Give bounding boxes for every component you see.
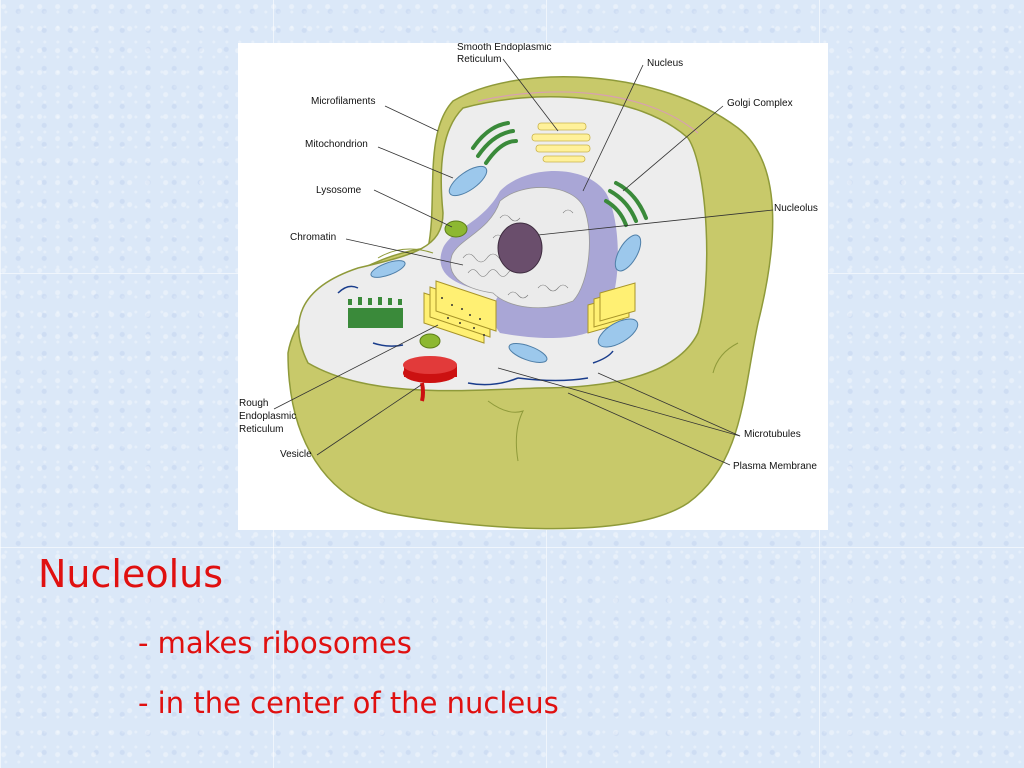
label-chromatin: Chromatin — [290, 232, 336, 243]
lysosome-2 — [419, 333, 441, 349]
label-leaders — [273, 58, 774, 466]
nucleolus — [497, 222, 543, 274]
label-mitochondrion: Mitochondrion — [305, 139, 368, 150]
label-nucleolus: Nucleolus — [774, 203, 818, 214]
label-rough-er-line3: Reticulum — [239, 424, 283, 435]
label-microtubules: Microtubules — [744, 429, 801, 440]
label-smooth-er-line2: Reticulum — [457, 54, 501, 65]
label-nucleus: Nucleus — [647, 58, 683, 69]
label-microfilaments: Microfilaments — [311, 96, 375, 107]
rough-er — [423, 280, 497, 344]
label-smooth-er-line1: Smooth Endoplasmic — [457, 43, 552, 53]
label-plasma-membrane: Plasma Membrane — [733, 461, 817, 472]
membrane-inner-edge — [477, 91, 699, 134]
rough-er-ribosomes — [441, 297, 485, 336]
cell-diagram: Smooth Endoplasmic Reticulum Nucleus Mic… — [238, 43, 828, 530]
slide-title: Nucleolus — [38, 552, 224, 596]
golgi-complex-left — [348, 297, 403, 328]
lysosome — [444, 220, 468, 238]
label-rough-er-line2: Endoplasmic — [239, 411, 296, 422]
label-rough-er-line1: Rough — [239, 398, 268, 409]
vesicle — [403, 356, 457, 402]
smooth-er — [531, 122, 591, 163]
label-vesicle: Vesicle — [280, 449, 312, 460]
cell-wall-folds — [377, 248, 739, 462]
animal-cell-illustration: Smooth Endoplasmic Reticulum Nucleus Mic… — [239, 43, 818, 530]
label-golgi-complex: Golgi Complex — [727, 98, 793, 109]
label-lysosome: Lysosome — [316, 185, 362, 196]
mitochondria — [370, 165, 642, 363]
bullet-makes-ribosomes: - makes ribosomes — [138, 626, 412, 660]
bullet-center-of-nucleus: - in the center of the nucleus — [138, 686, 559, 720]
microtubules — [337, 285, 614, 386]
golgi-complex — [471, 121, 648, 227]
